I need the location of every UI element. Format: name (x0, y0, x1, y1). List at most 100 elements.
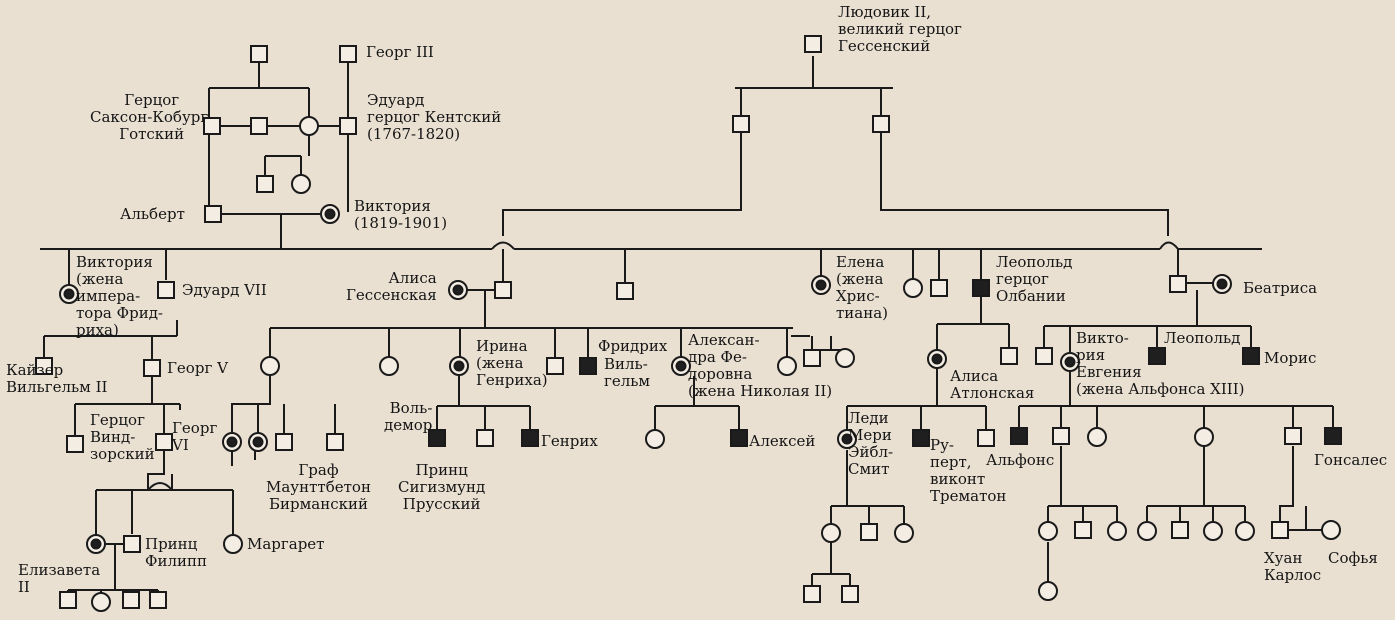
male-square (149, 591, 167, 609)
label-elizaveta: Елизавета II (18, 561, 101, 596)
line (1279, 446, 1294, 522)
label-victoria-queen: Виктория (1819-1901) (354, 197, 448, 232)
male-square (977, 429, 995, 447)
male-square (326, 433, 344, 451)
female-circle (1038, 581, 1058, 601)
male-square (804, 35, 822, 53)
label-gonsales: Гонсалес (1314, 451, 1388, 469)
female-circle (91, 592, 111, 612)
female-circle (379, 356, 399, 376)
male-square (1284, 427, 1302, 445)
carrier-dot (675, 360, 687, 372)
affected-male-square (428, 429, 446, 447)
female-circle (1107, 521, 1127, 541)
label-alfons: Альфонс (986, 451, 1055, 469)
affected-male-square (1148, 347, 1166, 365)
label-ludovik: Людовик II, великий герцог Гессенский (838, 3, 962, 55)
label-genrih: Генрих (541, 432, 598, 450)
affected-male-square (1324, 427, 1342, 445)
affected-male-square (579, 357, 597, 375)
label-gercog-saxon: Герцог Саксон-Кобург- Готский (90, 91, 214, 143)
male-square (803, 585, 821, 603)
female-circle (1038, 521, 1058, 541)
female-circle (777, 356, 797, 376)
male-square (275, 433, 293, 451)
label-vilgelm: Виль- гельм (604, 355, 651, 390)
male-square (1169, 275, 1187, 293)
label-alexandra: Алексан- дра Фе- доровна (жена Николая I… (688, 331, 833, 400)
male-square (123, 535, 141, 553)
label-beatrisa: Беатриса (1243, 279, 1318, 297)
male-square (157, 281, 175, 299)
male-square (1035, 347, 1053, 365)
label-margaret: Маргарет (247, 535, 325, 553)
label-gercog-vindzor: Герцог Винд- зорский (90, 411, 155, 463)
label-alisa-athlone: Алиса Атлонская (950, 367, 1035, 402)
line (147, 450, 165, 490)
female-circle (291, 174, 311, 194)
male-square (803, 349, 821, 367)
male-square (339, 45, 357, 63)
label-voldemor: Воль- демор (384, 399, 433, 434)
line (880, 132, 1169, 236)
male-square (204, 205, 222, 223)
affected-male-square (1010, 427, 1028, 445)
male-square (860, 523, 878, 541)
carrier-dot (63, 288, 75, 300)
female-circle (299, 116, 319, 136)
label-graf: Граф Маунттбетон Бирманский (266, 461, 371, 513)
male-square (66, 435, 84, 453)
female-circle (1137, 521, 1157, 541)
female-circle (821, 523, 841, 543)
line (502, 132, 742, 236)
carrier-dot (252, 436, 264, 448)
label-filipp: Принц Филипп (145, 535, 207, 570)
carrier-dot (90, 538, 102, 550)
female-circle (894, 523, 914, 543)
label-eduard7: Эдуард VII (182, 281, 267, 299)
affected-male-square (912, 429, 930, 447)
carrier-dot (1064, 356, 1076, 368)
line (491, 241, 515, 250)
male-square (1271, 521, 1289, 539)
female-circle (903, 278, 923, 298)
line (1159, 241, 1179, 250)
male-square (1074, 521, 1092, 539)
male-square (122, 591, 140, 609)
label-huan-karlos: Хуан Карлос (1264, 549, 1322, 584)
male-square (203, 117, 221, 135)
label-aleksei: Алексей (749, 432, 816, 450)
label-rupert: Ру- перт, виконт Трематон (930, 436, 1007, 505)
label-moris: Морис (1264, 349, 1317, 367)
female-circle (835, 348, 855, 368)
female-circle (260, 356, 280, 376)
label-leopold-albany: Леопольд герцог Олбании (996, 253, 1073, 305)
carrier-dot (931, 353, 943, 365)
male-square (616, 282, 634, 300)
label-ledi-meri: Леди Мери Эйбл- Смит (848, 409, 894, 478)
male-square (256, 175, 274, 193)
carrier-dot (1216, 278, 1228, 290)
male-square (59, 591, 77, 609)
male-square (546, 357, 564, 375)
male-square (155, 433, 173, 451)
line (231, 376, 271, 434)
label-sigizmund: Принц Сигизмунд Прусский (398, 461, 486, 513)
female-circle (223, 534, 243, 554)
carrier-dot (841, 433, 853, 445)
label-albert: Альберт (120, 205, 185, 223)
line (147, 482, 173, 491)
male-square (250, 45, 268, 63)
carrier-dot (226, 436, 238, 448)
male-square (872, 115, 890, 133)
carrier-dot (452, 284, 464, 296)
male-square (250, 117, 268, 135)
female-circle (1235, 521, 1255, 541)
carrier-dot (815, 279, 827, 291)
male-square (930, 279, 948, 297)
male-square (841, 585, 859, 603)
male-square (35, 357, 53, 375)
label-leopold-beatrice: Леопольд (1164, 329, 1241, 347)
